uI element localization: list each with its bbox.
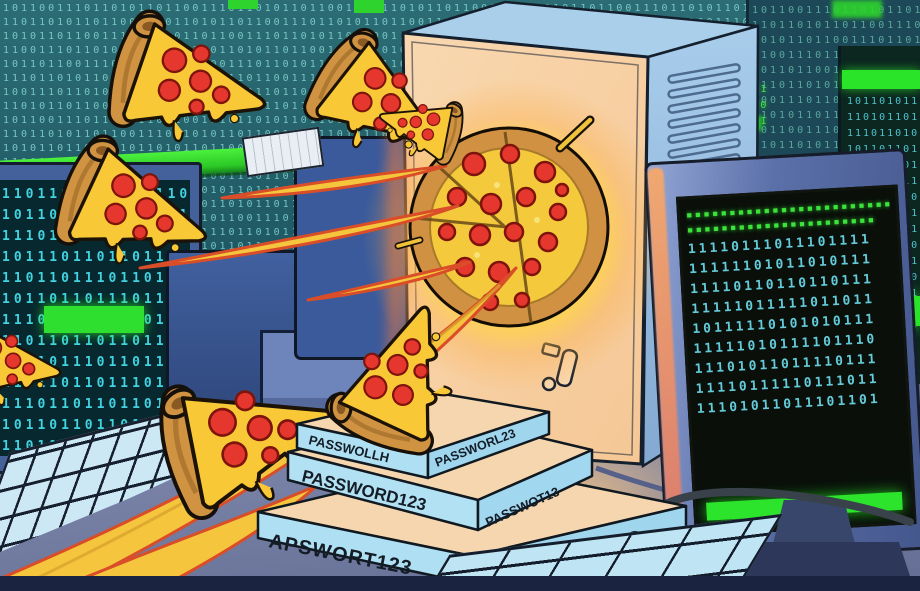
pizza-graphic: [408, 126, 610, 328]
box-right-face: [476, 448, 594, 532]
pepperoni: [437, 143, 570, 312]
green-tick-bar: [832, 0, 882, 18]
green-tick-bar: [354, 0, 384, 13]
side-screen-green-bar: [842, 70, 920, 89]
cheese-dots: [474, 182, 540, 258]
box-right-face: [426, 410, 551, 480]
bottom-edge: [0, 576, 920, 591]
monitor-stand-neck: [772, 500, 856, 548]
green-tick-bar: [228, 0, 258, 9]
